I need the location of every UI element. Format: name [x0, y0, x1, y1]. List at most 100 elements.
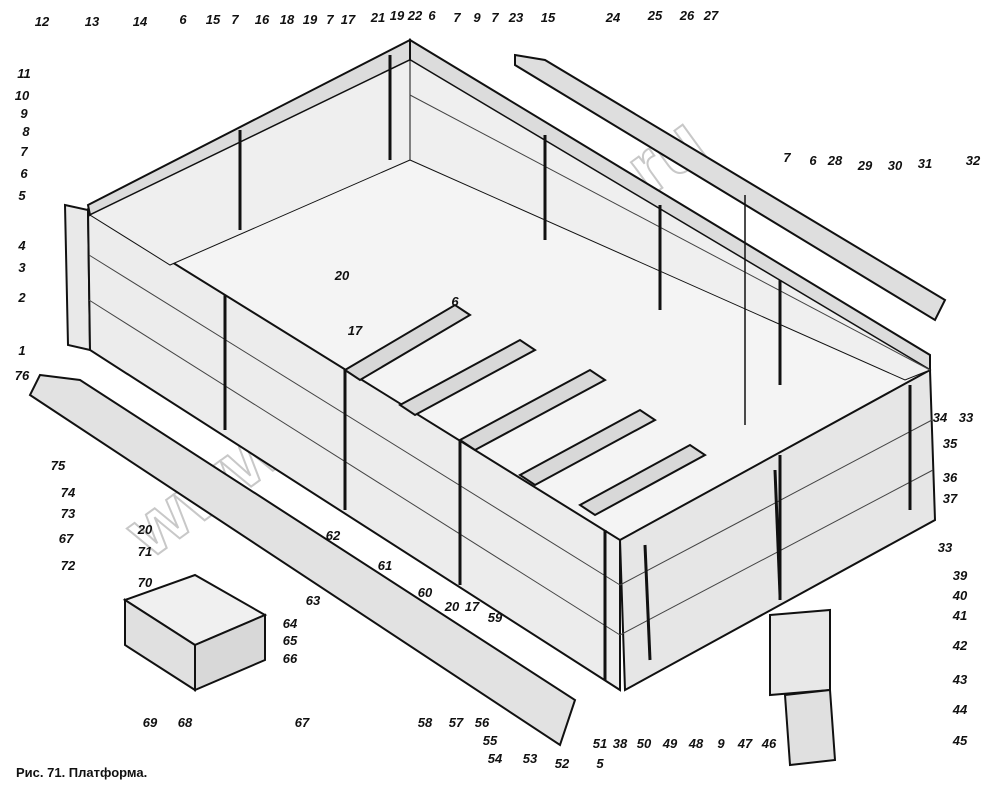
callout-c-74: 74 — [61, 485, 76, 500]
callout-c-1: 1 — [18, 343, 25, 358]
callout-c-6b: 6 — [428, 8, 436, 23]
callout-c-2: 2 — [17, 290, 26, 305]
callout-c-6d: 6 — [451, 294, 459, 309]
callout-c-14: 14 — [133, 14, 148, 29]
callout-c-67a: 67 — [59, 531, 74, 546]
callout-c-52: 52 — [555, 756, 570, 771]
callout-c-55: 55 — [483, 733, 498, 748]
callout-c-17b: 17 — [348, 323, 363, 338]
callout-c-31: 31 — [918, 156, 932, 171]
callout-c-10: 10 — [15, 88, 30, 103]
mud-flap-lower — [783, 688, 837, 767]
callout-c-20a: 20 — [334, 268, 350, 283]
callout-c-39: 39 — [953, 568, 968, 583]
callout-c-20b: 20 — [137, 522, 153, 537]
callout-c-5b: 5 — [596, 756, 604, 771]
toolbox — [122, 573, 268, 692]
callout-c-66: 66 — [283, 651, 298, 666]
callout-c-49: 49 — [662, 736, 678, 751]
callout-c-72: 72 — [61, 558, 76, 573]
callout-c-61: 61 — [378, 558, 392, 573]
callout-c-53: 53 — [523, 751, 538, 766]
callout-c-26: 26 — [679, 8, 695, 23]
callout-c-71: 71 — [138, 544, 152, 559]
callout-c-5a: 5 — [18, 188, 26, 203]
callout-c-68: 68 — [178, 715, 193, 730]
callout-c-37: 37 — [943, 491, 958, 506]
callout-c-38: 38 — [613, 736, 628, 751]
callout-c-20c: 20 — [444, 599, 460, 614]
near-side-board — [86, 208, 621, 692]
callout-c-15b: 15 — [541, 10, 556, 25]
callout-c-16: 16 — [255, 12, 270, 27]
callout-c-7c: 7 — [453, 10, 461, 25]
mud-flap — [769, 608, 831, 697]
callout-c-57: 57 — [449, 715, 464, 730]
frame-beam — [28, 373, 577, 747]
callout-c-23: 23 — [508, 10, 524, 25]
callout-c-27: 27 — [703, 8, 719, 23]
callout-c-70: 70 — [138, 575, 153, 590]
callout-c-6c: 6 — [20, 166, 28, 181]
callout-c-62: 62 — [326, 528, 341, 543]
callout-c-8: 8 — [22, 124, 30, 139]
callout-c-19a: 19 — [303, 12, 318, 27]
callout-c-28: 28 — [827, 153, 843, 168]
callout-c-56: 56 — [475, 715, 490, 730]
callout-c-47: 47 — [737, 736, 753, 751]
callout-c-33b: 33 — [938, 540, 953, 555]
callout-c-7b: 7 — [326, 12, 334, 27]
callout-c-73: 73 — [61, 506, 76, 521]
callout-c-19b: 19 — [390, 8, 405, 23]
callout-c-75: 75 — [51, 458, 66, 473]
callout-c-58: 58 — [418, 715, 433, 730]
callout-c-43: 43 — [952, 672, 968, 687]
left-side-board — [63, 203, 92, 352]
callout-c-40: 40 — [952, 588, 968, 603]
callout-c-36: 36 — [943, 470, 958, 485]
figure-caption: Рис. 71. Платформа. — [16, 765, 148, 780]
callout-c-3: 3 — [18, 260, 26, 275]
callout-c-29: 29 — [857, 158, 873, 173]
platform-body — [28, 38, 947, 767]
callout-c-67b: 67 — [295, 715, 310, 730]
callout-c-7f: 7 — [783, 150, 791, 165]
side-rail — [514, 53, 947, 322]
callout-c-63: 63 — [306, 593, 321, 608]
callout-c-42: 42 — [952, 638, 968, 653]
callout-c-6a: 6 — [179, 12, 187, 27]
callout-c-11: 11 — [17, 66, 31, 81]
callout-c-13: 13 — [85, 14, 100, 29]
callout-c-45: 45 — [952, 733, 968, 748]
callout-c-7e: 7 — [20, 144, 28, 159]
callout-c-65: 65 — [283, 633, 298, 648]
callout-c-17c: 17 — [465, 599, 480, 614]
callout-c-76: 76 — [15, 368, 30, 383]
callout-c-30: 30 — [888, 158, 903, 173]
callout-c-17a: 17 — [341, 12, 356, 27]
callout-c-32: 32 — [966, 153, 981, 168]
callout-c-46: 46 — [761, 736, 777, 751]
callout-c-12: 12 — [35, 14, 50, 29]
callout-c-25: 25 — [647, 8, 663, 23]
callout-c-44: 44 — [952, 702, 968, 717]
inner-front-wall — [88, 59, 411, 266]
callout-c-7a: 7 — [231, 12, 239, 27]
callout-c-51: 51 — [593, 736, 607, 751]
callout-c-69: 69 — [143, 715, 158, 730]
callout-c-48: 48 — [688, 736, 704, 751]
callout-c-24: 24 — [605, 10, 621, 25]
callout-c-41: 41 — [952, 608, 967, 623]
callout-c-9c: 9 — [717, 736, 725, 751]
callout-c-7d: 7 — [491, 10, 499, 25]
callout-c-34: 34 — [933, 410, 948, 425]
callout-c-6e: 6 — [809, 153, 817, 168]
callout-c-59: 59 — [488, 610, 503, 625]
callout-c-22: 22 — [407, 8, 423, 23]
callout-c-9a: 9 — [473, 10, 481, 25]
callout-c-21: 21 — [370, 10, 385, 25]
callout-c-35: 35 — [943, 436, 958, 451]
callout-c-4: 4 — [17, 238, 26, 253]
